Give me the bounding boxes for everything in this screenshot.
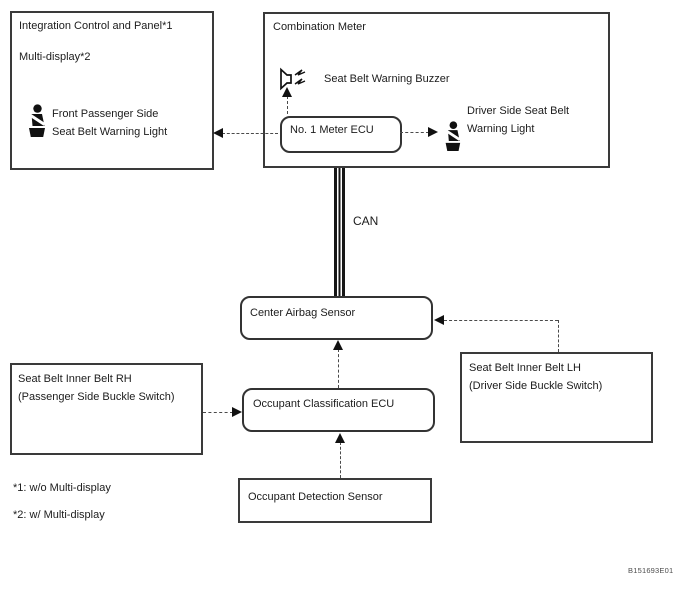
arrowhead-right-driver-light [428, 127, 438, 137]
connector-ecu-to-buzzer [287, 96, 288, 114]
occupant-classification-ecu-label: Occupant Classification ECU [253, 398, 395, 410]
arrowhead-up-center-airbag [333, 340, 343, 350]
multi-display-label: Multi-display*2 [19, 51, 91, 63]
seat-belt-inner-rh-box: Seat Belt Inner Belt RH (Passenger Side … [10, 363, 203, 455]
can-label: CAN [353, 214, 379, 228]
integration-box-title: Integration Control and Panel*1 [19, 20, 173, 32]
arrowhead-left-integration [213, 128, 223, 138]
can-bus-line [334, 168, 345, 297]
combination-meter-title: Combination Meter [273, 21, 366, 33]
occupant-detection-sensor-box: Occupant Detection Sensor [238, 478, 432, 523]
seat-belt-inner-lh-label: Seat Belt Inner Belt LH (Driver Side Buc… [469, 362, 603, 392]
integration-control-panel-box: Integration Control and Panel*1 Multi-di… [10, 11, 214, 170]
passenger-warning-light-label: Front Passenger Side Seat Belt Warning L… [52, 108, 168, 138]
center-airbag-sensor-label: Center Airbag Sensor [250, 307, 356, 319]
footnote-1: *1: w/o Multi-display [13, 482, 111, 494]
meter-ecu-label: No. 1 Meter ECU [290, 124, 374, 136]
passenger-seat-belt-icon [25, 104, 47, 141]
seat-belt-inner-rh-label: Seat Belt Inner Belt RH (Passenger Side … [18, 373, 175, 403]
connector-rh-to-occupant-ecu [203, 412, 233, 413]
connector-ecu-to-driver-light [400, 132, 429, 133]
footnote-2: *2: w/ Multi-display [13, 509, 105, 521]
connector-ecu-to-integration [222, 133, 278, 134]
arrowhead-up-buzzer [282, 87, 292, 97]
connector-oce-to-center-airbag [338, 349, 339, 388]
buzzer-label: Seat Belt Warning Buzzer [324, 73, 450, 85]
seat-belt-inner-lh-box: Seat Belt Inner Belt LH (Driver Side Buc… [460, 352, 653, 443]
combination-meter-box: Combination Meter Seat Belt Warning Buzz… [263, 12, 610, 168]
occupant-detection-sensor-label: Occupant Detection Sensor [248, 491, 383, 503]
connector-lh-horizontal [444, 320, 558, 321]
figure-id: B151693E01 [628, 566, 674, 575]
arrowhead-up-occupant-ecu [335, 433, 345, 443]
arrowhead-right-occupant-ecu [232, 407, 242, 417]
center-airbag-sensor-box: Center Airbag Sensor [240, 296, 433, 340]
meter-ecu-box: No. 1 Meter ECU [280, 116, 402, 153]
buzzer-speaker-icon [278, 66, 312, 95]
driver-seat-belt-icon [442, 121, 462, 155]
arrowhead-left-center-airbag [434, 315, 444, 325]
connector-ods-to-oce [340, 442, 341, 478]
driver-warning-light-label: Driver Side Seat Belt Warning Light [467, 105, 570, 135]
occupant-classification-ecu-box: Occupant Classification ECU [242, 388, 435, 432]
connector-lh-vertical [558, 320, 559, 352]
